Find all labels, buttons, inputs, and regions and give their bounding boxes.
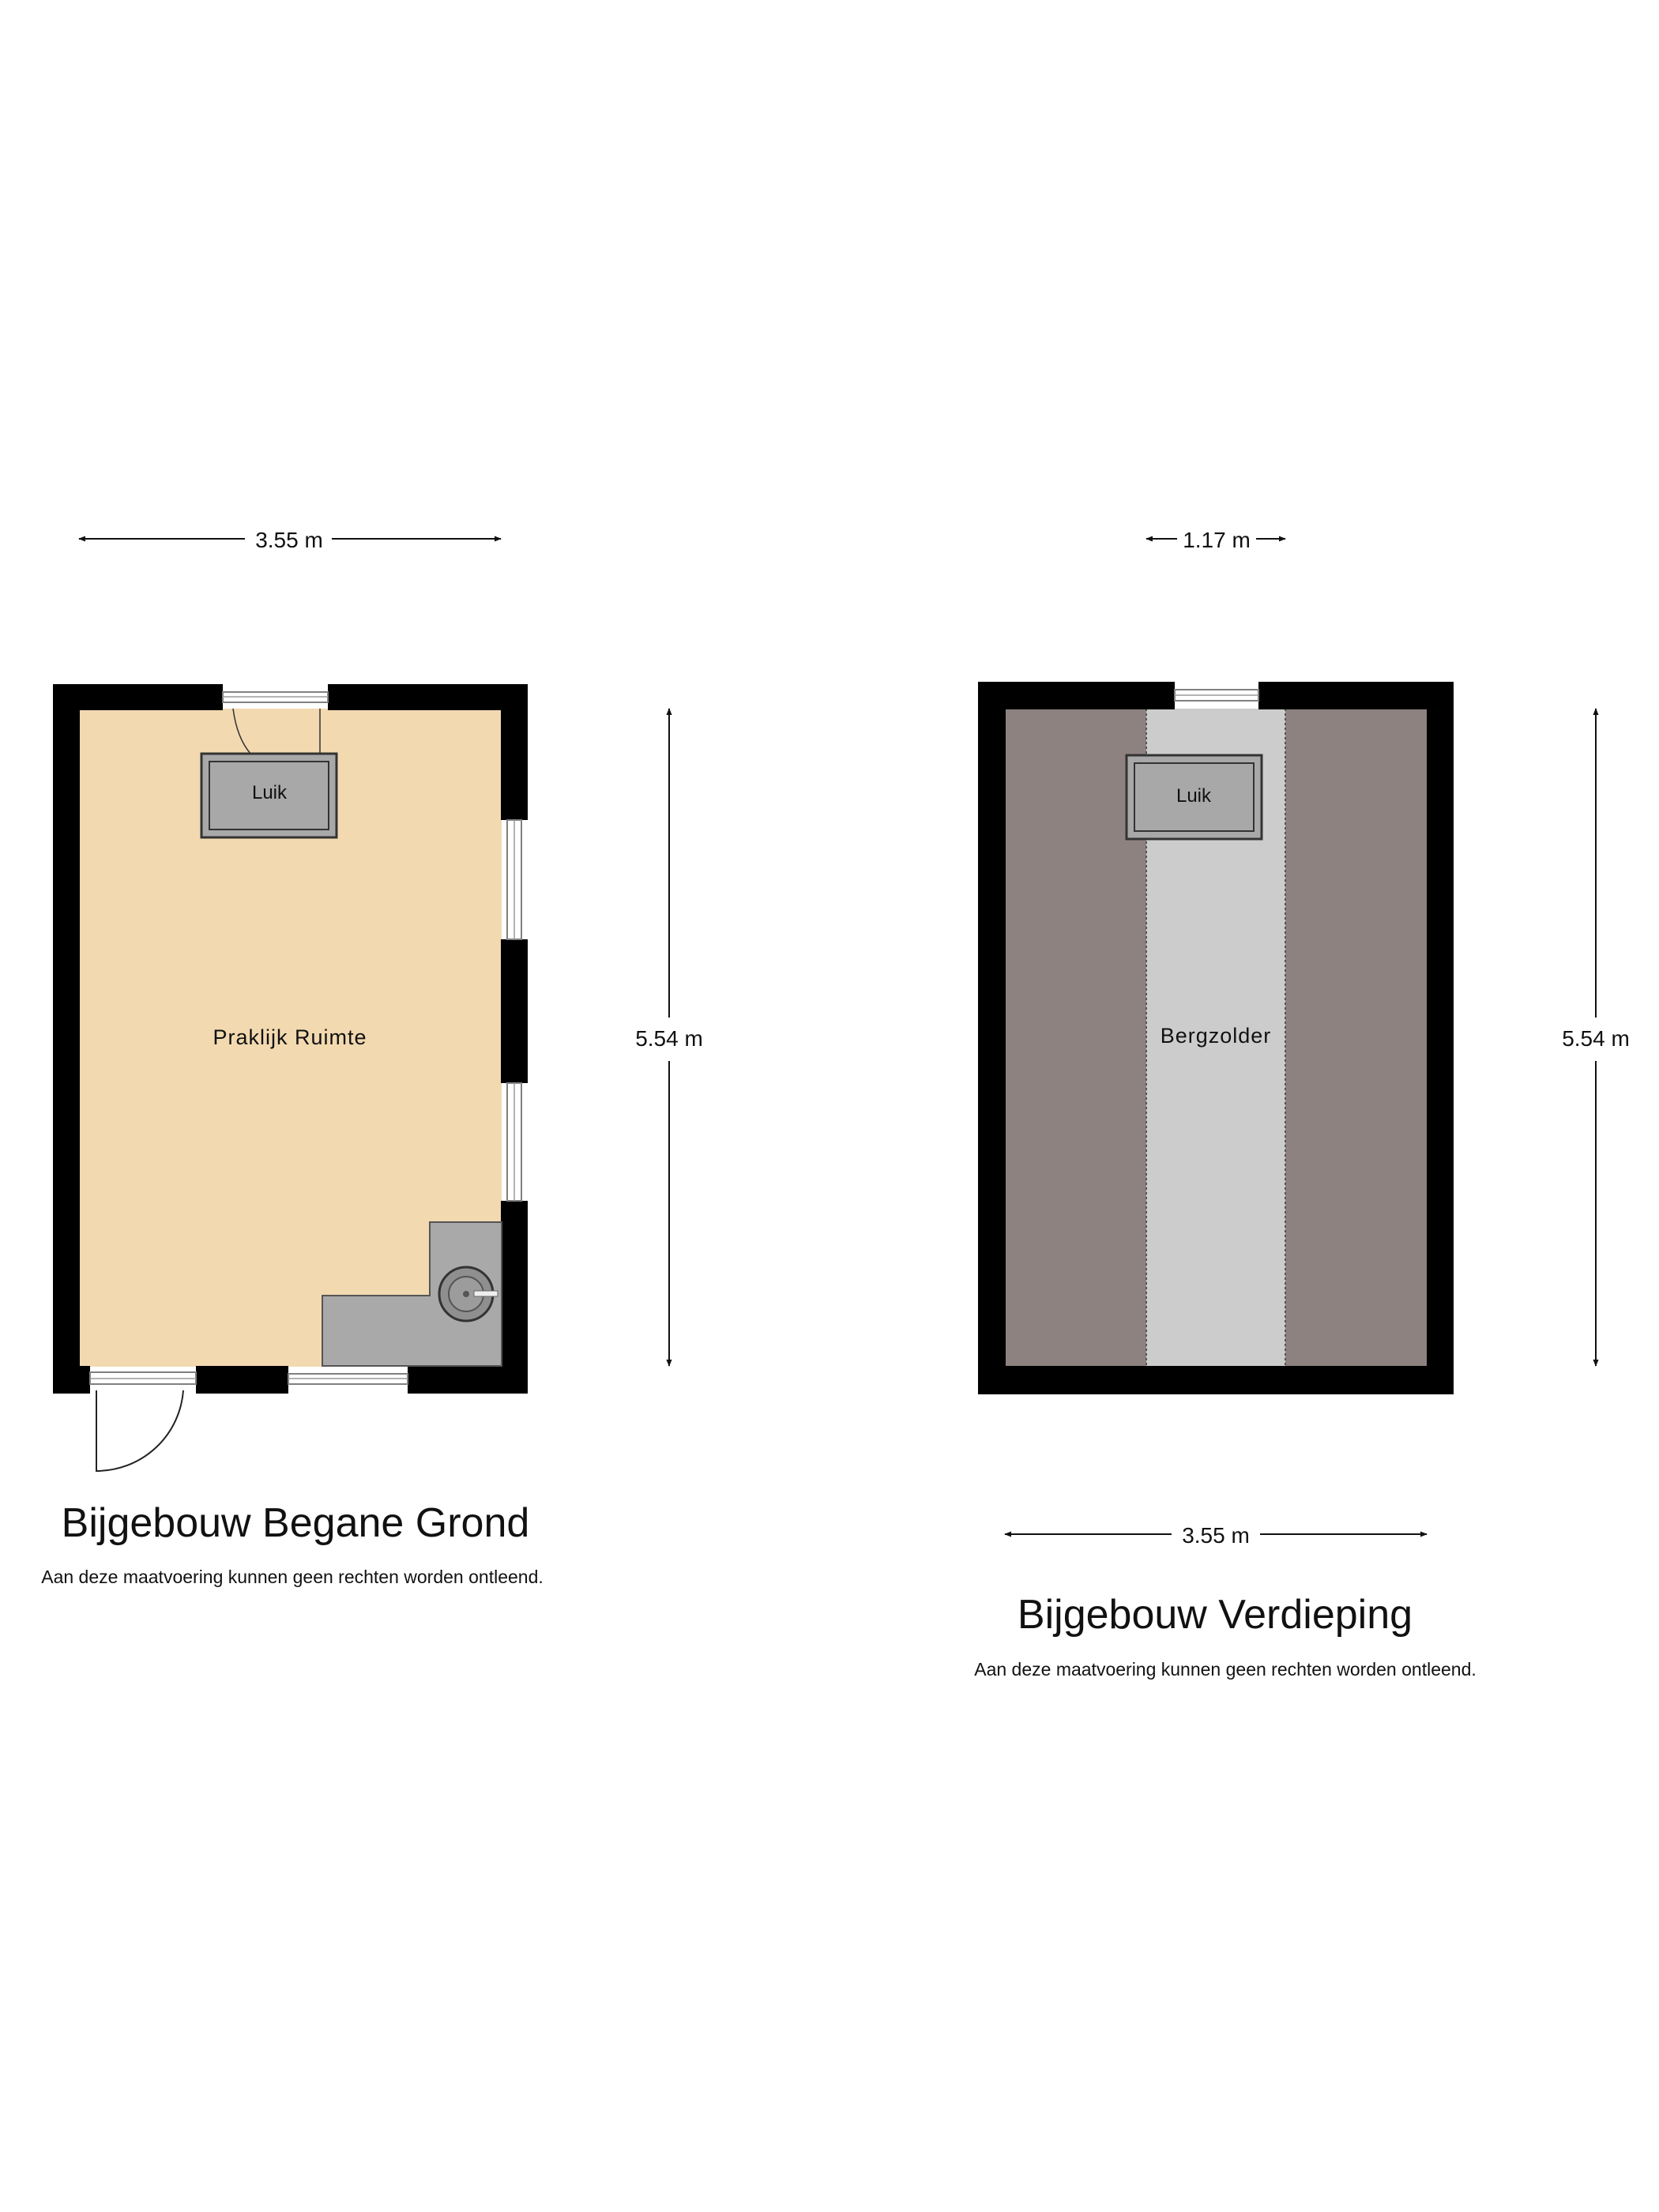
upper-floor-walls [978,682,1454,1394]
kitchen-counter [322,1221,502,1367]
dimension-height-upper: 5.54 m [1562,708,1630,1367]
dimension-label-strip-width: 1.17 m [1183,528,1251,552]
hatch-upper: Luik [1125,754,1263,841]
dimension-label-width-ground: 3.55 m [255,528,323,552]
dimension-width-ground: 3.55 m [78,528,502,552]
window-swing-icon [232,708,321,755]
dimension-label-height-upper: 5.54 m [1562,1026,1630,1051]
door-swing-icon [89,1371,197,1473]
sloped-roof-left [1005,709,1146,1367]
hatch-ground: Luik [200,752,338,839]
upper-floor-window [1174,689,1259,702]
ground-floor-walls [53,684,528,1394]
dimension-label-width-upper: 3.55 m [1182,1523,1250,1548]
upper-floor-disclaimer: Aan deze maatvoering kunnen geen rechten… [974,1659,1477,1680]
dimension-label-height-ground: 5.54 m [635,1026,703,1051]
upper-floor-title: Bijgebouw Verdieping [1018,1592,1413,1638]
sloped-roof-right [1285,709,1428,1367]
ground-floor-disclaimer: Aan deze maatvoering kunnen geen rechten… [41,1567,544,1587]
hatch-label-upper: Luik [1176,785,1212,807]
dimension-strip-width: 1.17 m [1146,528,1286,552]
hatch-label-ground: Luik [252,782,288,803]
dimension-height-ground: 5.54 m [635,708,703,1367]
ground-floor-plan: Luik Praklijk Ruimte 3.55 m 5.54 m Bijge… [41,528,703,1587]
room-label-attic: Bergzolder [1161,1024,1272,1048]
dimension-width-upper: 3.55 m [1004,1523,1428,1548]
sink-icon [438,1266,498,1322]
ground-floor-title: Bijgebouw Begane Grond [62,1500,530,1546]
room-label-practice: Praklijk Ruimte [213,1025,367,1049]
upper-floor-plan: Luik Bergzolder 1.17 m 5.54 m 3.55 m Bij… [974,528,1630,1680]
